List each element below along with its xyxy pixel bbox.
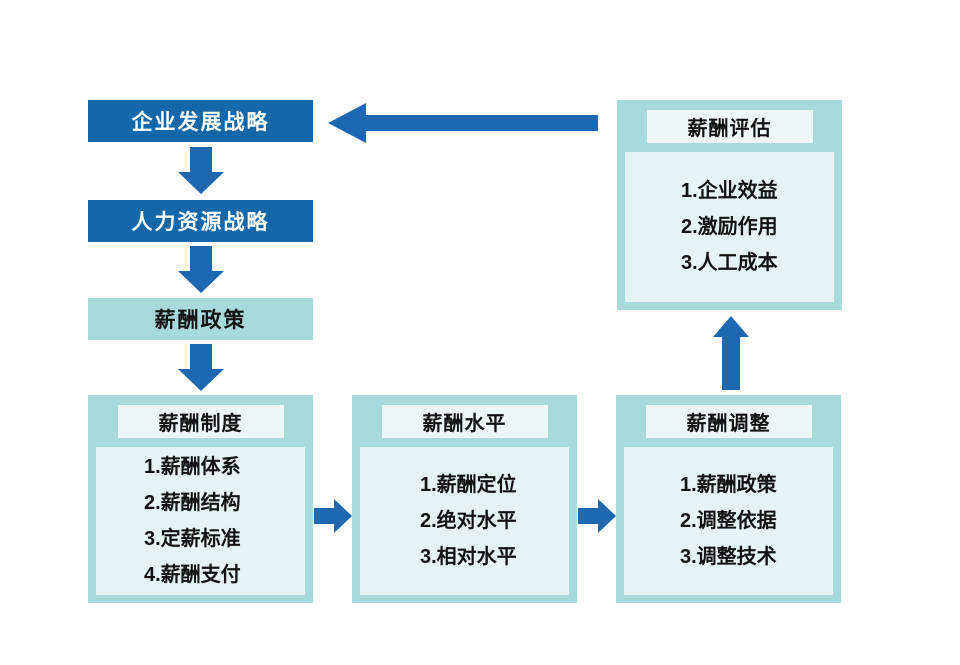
compensation-level-box: 薪酬水平 1.薪酬定位 2.绝对水平 3.相对水平 [352,395,577,603]
compensation-system-title: 薪酬制度 [158,413,243,435]
compensation-level-header: 薪酬水平 [381,405,548,438]
list-item: 3.人工成本 [681,252,778,274]
compensation-policy-label: 薪酬政策 [154,309,247,332]
list-item: 4.薪酬支付 [144,564,241,586]
right-arrow-icon [314,499,352,533]
list-item: 1.薪酬定位 [420,474,517,496]
down-arrow-icon [178,246,224,293]
list-item: 1.企业效益 [681,180,778,202]
down-arrow-icon [178,344,224,391]
list-item: 2.调整依据 [680,510,777,532]
left-arrow-icon [328,103,598,143]
hr-strategy-box: 人力资源战略 [88,200,313,242]
compensation-evaluation-box: 薪酬评估 1.企业效益 2.激励作用 3.人工成本 [617,100,842,310]
enterprise-development-strategy-box: 企业发展战略 [88,100,313,142]
compensation-level-title: 薪酬水平 [422,413,507,435]
compensation-level-list: 1.薪酬定位 2.绝对水平 3.相对水平 [360,447,569,595]
enterprise-development-strategy-label: 企业发展战略 [131,111,270,134]
list-item: 2.绝对水平 [420,510,517,532]
up-arrow-icon [713,316,749,390]
compensation-system-header: 薪酬制度 [117,405,284,438]
compensation-system-list: 1.薪酬体系 2.薪酬结构 3.定薪标准 4.薪酬支付 [96,447,305,595]
list-item: 3.定薪标准 [144,528,241,550]
list-item: 1.薪酬政策 [680,474,777,496]
right-arrow-icon [578,499,616,533]
compensation-system-box: 薪酬制度 1.薪酬体系 2.薪酬结构 3.定薪标准 4.薪酬支付 [88,395,313,603]
compensation-policy-box: 薪酬政策 [88,298,313,340]
list-item: 3.调整技术 [680,546,777,568]
list-item: 3.相对水平 [420,546,517,568]
compensation-evaluation-header: 薪酬评估 [646,110,813,143]
list-item: 1.薪酬体系 [144,456,241,478]
compensation-evaluation-list: 1.企业效益 2.激励作用 3.人工成本 [625,152,834,302]
compensation-adjustment-header: 薪酬调整 [645,405,812,438]
compensation-evaluation-title: 薪酬评估 [687,118,772,140]
compensation-adjustment-box: 薪酬调整 1.薪酬政策 2.调整依据 3.调整技术 [616,395,841,603]
hr-strategy-label: 人力资源战略 [131,211,270,234]
down-arrow-icon [178,147,224,194]
compensation-adjustment-list: 1.薪酬政策 2.调整依据 3.调整技术 [624,447,833,595]
compensation-adjustment-title: 薪酬调整 [686,413,771,435]
list-item: 2.激励作用 [681,216,778,238]
list-item: 2.薪酬结构 [144,492,241,514]
